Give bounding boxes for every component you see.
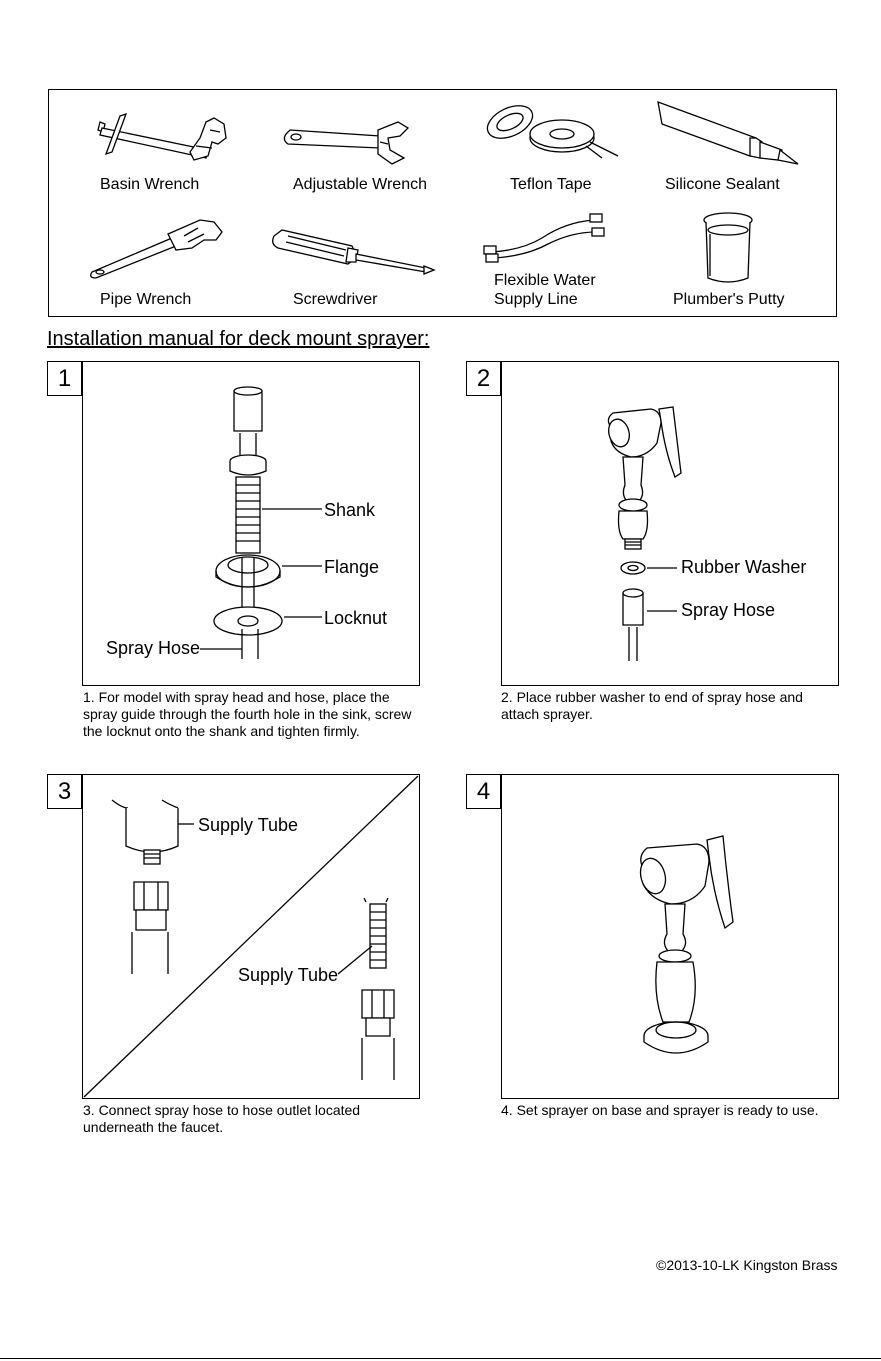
screwdriver-icon: [272, 229, 436, 275]
tool-label-flexible-supply-line-1: Flexible Water: [494, 272, 596, 289]
step-3-supply-connection-illustration: [83, 775, 419, 1098]
tool-label-silicone-sealant: Silicone Sealant: [665, 176, 780, 193]
step-2-sprayer-illustration: [607, 406, 682, 661]
bottom-rule: [0, 1358, 881, 1359]
silicone-sealant-icon: [657, 100, 799, 165]
tool-label-flexible-supply-line-2: Supply Line: [494, 291, 578, 308]
callout-flange: Flange: [324, 557, 380, 577]
step-number-1: 1: [47, 361, 82, 396]
step-3-panel: [82, 774, 420, 1099]
plumbers-putty-icon: [703, 212, 753, 283]
tool-label-basin-wrench: Basin Wrench: [100, 176, 200, 193]
callout-spray-hose-1: Spray Hose: [106, 638, 201, 658]
step-number-3: 3: [47, 774, 82, 809]
callout-supply-tube-bottom: Supply Tube: [238, 965, 339, 985]
tool-label-teflon-tape: Teflon Tape: [510, 176, 592, 193]
step-number-4: 4: [466, 774, 501, 809]
callout-spray-hose-2: Spray Hose: [681, 600, 776, 620]
adjustable-wrench-icon: [283, 121, 410, 165]
pipe-wrench-icon: [90, 219, 223, 279]
step-2-panel: [501, 361, 839, 686]
callout-shank: Shank: [324, 500, 376, 520]
step-number-2: 2: [466, 361, 501, 396]
basin-wrench-icon: [97, 112, 227, 161]
flexible-supply-line-icon: [483, 213, 605, 263]
page-title: Installation manual for deck mount spray…: [47, 328, 430, 350]
step-2-caption: 2. Place rubber washer to end of spray h…: [501, 689, 803, 722]
step-1-panel: [82, 361, 420, 686]
step-1-caption: 1. For model with spray head and hose, p…: [83, 689, 412, 739]
tool-label-adjustable-wrench: Adjustable Wrench: [293, 176, 427, 193]
tool-label-pipe-wrench: Pipe Wrench: [100, 291, 192, 308]
callout-locknut: Locknut: [324, 608, 388, 628]
step-3-caption: 3. Connect spray hose to hose outlet loc…: [83, 1102, 361, 1135]
tools-panel: [48, 89, 837, 317]
copyright-footer: ©2013-10-LK Kingston Brass: [656, 1257, 838, 1273]
teflon-tape-icon: [486, 105, 619, 159]
callout-supply-tube-top: Supply Tube: [198, 815, 299, 835]
callout-rubber-washer: Rubber Washer: [681, 557, 807, 577]
tool-label-screwdriver: Screwdriver: [293, 291, 378, 308]
step-4-installed-sprayer-illustration: [639, 835, 734, 1054]
step-4-panel: [501, 774, 839, 1099]
tool-label-plumbers-putty: Plumber's Putty: [673, 291, 785, 308]
step-1-shank-assembly-illustration: [200, 386, 322, 659]
step-4-caption: 4. Set sprayer on base and sprayer is re…: [501, 1102, 819, 1118]
